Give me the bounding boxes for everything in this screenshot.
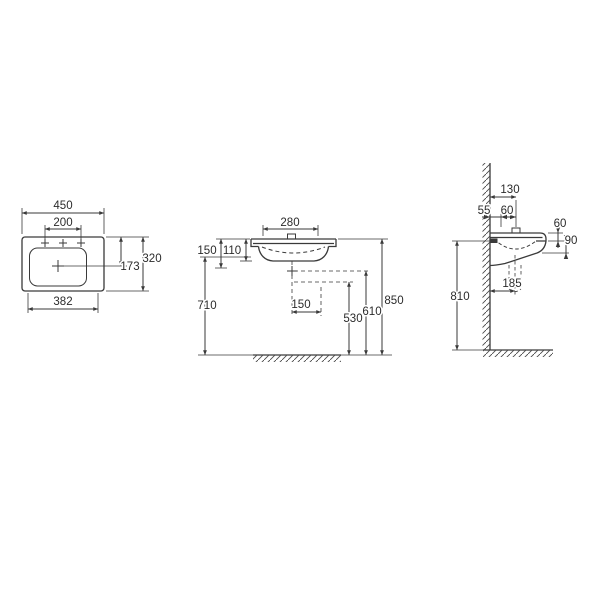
plan-dim-450-label: 450 [53,200,72,212]
side-dim-90-label: 90 [565,235,578,247]
basin-front-outline [250,238,337,262]
wall-hatch [482,163,490,350]
side-view: 130 55 60 60 90 [449,163,579,357]
fixing-bolt [490,238,498,243]
front-dim-710-label: 710 [197,300,216,312]
plan-dim-173: 173 [64,236,141,275]
side-dim-55-label: 55 [478,205,491,217]
floor-hatch-front [253,355,341,362]
plan-dim-450: 450 [21,199,105,234]
side-dim-60-rim-label: 60 [554,218,567,230]
side-dim-185: 185 [489,277,523,293]
front-dim-150-left: 150 [196,238,250,269]
front-dim-850-label: 850 [384,295,403,307]
side-dim-185-label: 185 [502,278,521,290]
drain-mark [52,260,64,272]
front-dim-280: 280 [262,216,319,236]
front-dim-710: 710 [196,256,251,356]
front-dim-110: 110 [221,238,252,262]
front-dim-150-drain-label: 150 [291,299,310,311]
side-dim-810: 810 [449,240,490,351]
floor-hatch-side [483,350,553,357]
plan-dim-200: 200 [44,216,82,239]
tap-hole-marks [41,239,85,247]
side-floor [452,349,553,357]
front-dim-610-label: 610 [362,306,381,318]
basin-plan-bowl [29,247,87,287]
plan-dim-200-label: 200 [53,217,72,229]
side-trap-hidden [508,255,522,297]
front-dim-280-label: 280 [280,217,299,229]
side-bowl-hidden [493,238,537,250]
front-tap-hole [287,233,296,240]
side-dim-130-label: 130 [500,184,519,196]
front-floor [198,354,392,362]
plan-dim-382-label: 382 [53,296,72,308]
plan-view: 450 200 382 320 173 [21,199,163,313]
front-dim-850: 850 [338,238,405,356]
front-dim-530-label: 530 [343,313,362,325]
plan-dim-173-label: 173 [120,261,139,273]
front-dim-150-left-label: 150 [197,245,216,257]
side-dim-55-60: 55 60 [476,204,516,227]
side-dim-810-label: 810 [450,291,469,303]
side-dim-130: 130 [489,183,521,227]
front-dim-150-drain: 150 [290,298,322,314]
side-tap-hole [511,227,521,234]
side-wall [482,163,491,350]
side-dim-60-label: 60 [501,205,514,217]
basin-side-outline [489,232,547,267]
front-dim-530: 530 [294,281,364,356]
plan-dim-320: 320 [106,236,163,292]
basin-plan-outline [21,236,105,292]
plan-dim-382: 382 [27,293,99,313]
front-dim-110-label: 110 [223,245,241,257]
plan-dim-320-label: 320 [142,253,161,265]
front-view: 280 150 110 710 850 [196,216,405,362]
front-dim-610: 610 [294,270,383,356]
front-bowl-hidden [261,246,326,254]
side-dim-90: 90 [542,234,579,259]
